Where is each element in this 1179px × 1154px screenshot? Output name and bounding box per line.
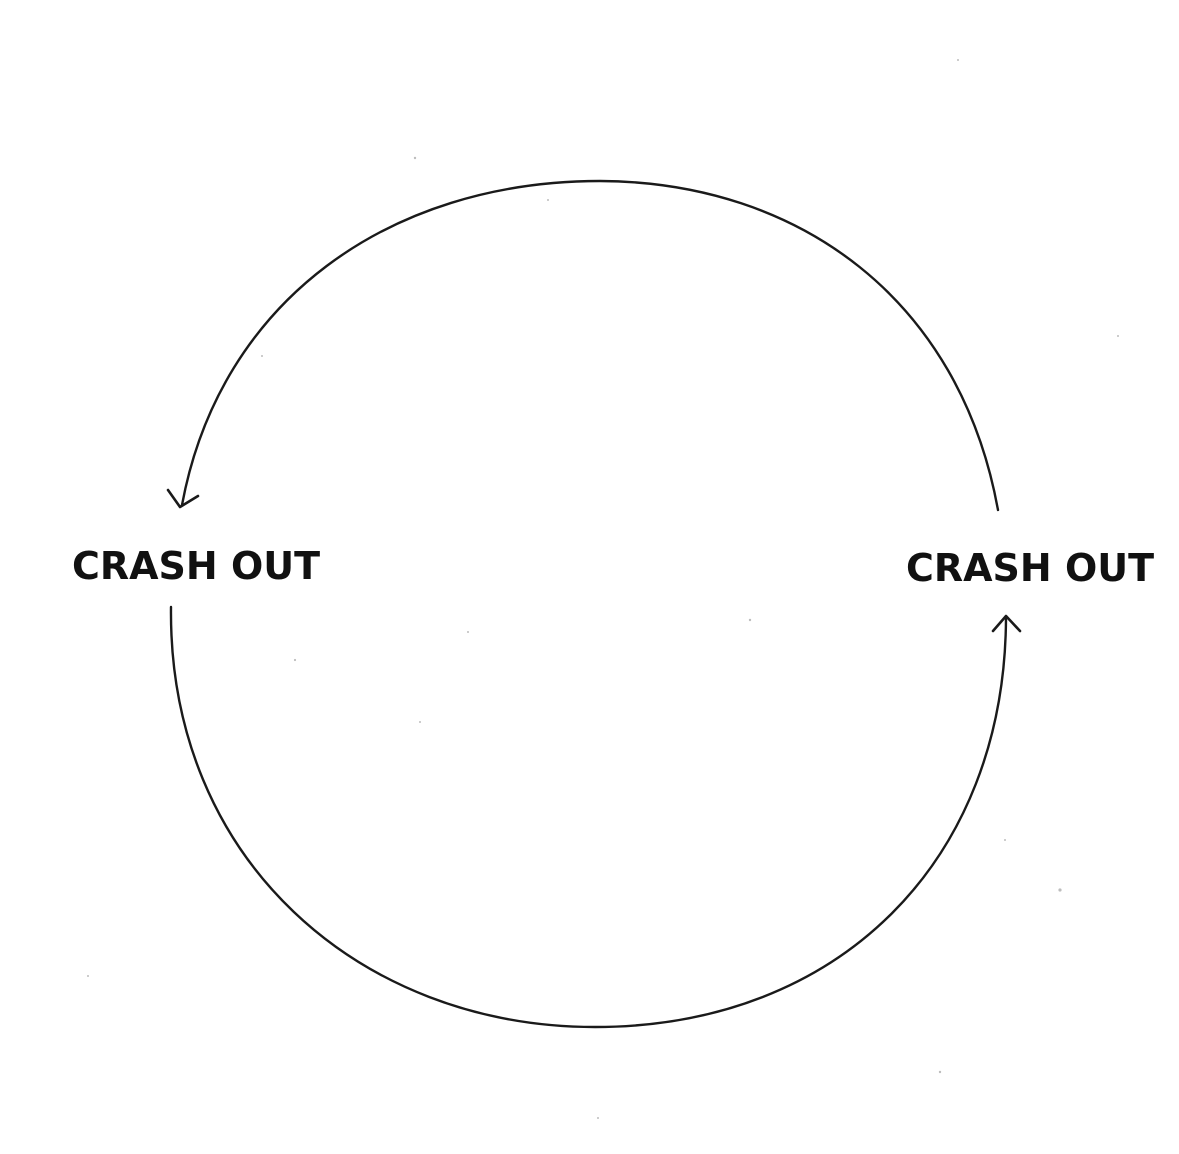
arrowhead-down-icon: [166, 488, 200, 509]
top-arc-edge: [180, 179, 1000, 512]
right-node-label: CRASH OUT: [906, 546, 1154, 590]
arrowhead-up-icon: [991, 614, 1022, 633]
bottom-arc-edge: [169, 605, 1008, 1029]
paper-specks: [87, 59, 1119, 1119]
left-node-label: CRASH OUT: [72, 544, 320, 588]
